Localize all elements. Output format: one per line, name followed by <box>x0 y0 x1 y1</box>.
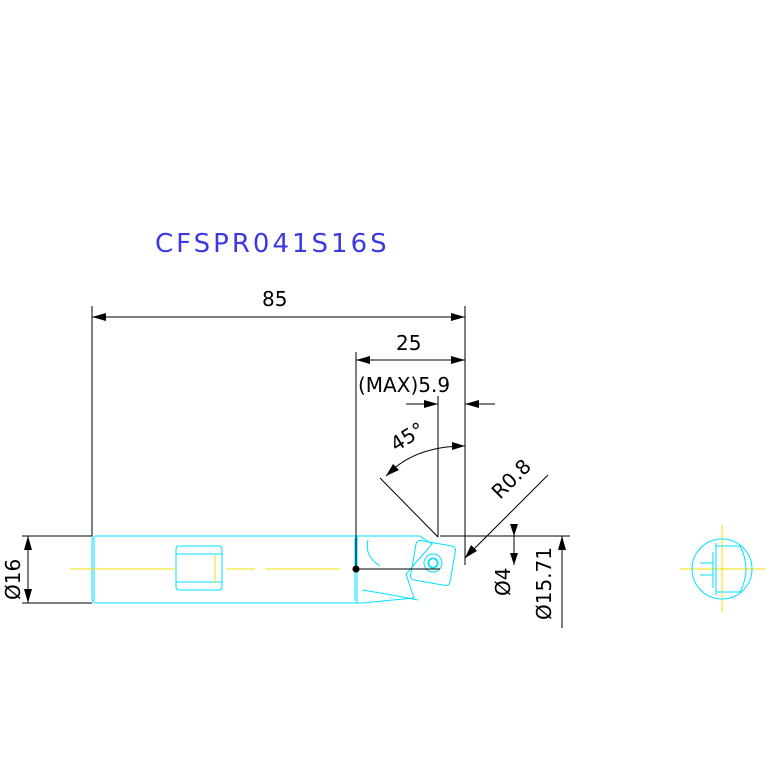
end-view <box>691 538 753 600</box>
insert-screw <box>423 553 443 573</box>
insert-outline <box>409 539 457 587</box>
dim-head-length: 25 <box>396 331 421 355</box>
dimension-lines <box>22 306 570 628</box>
shank-outline <box>91 535 358 604</box>
shank-flat <box>175 545 223 591</box>
part-number-title: CFSPR041S16S <box>155 229 390 259</box>
head-outline <box>357 535 433 604</box>
dim-corner-radius: R0.8 <box>487 454 536 503</box>
dim-angle: 45° <box>386 417 429 456</box>
dim-cut-diameter: Ø15.71 <box>532 547 556 620</box>
dim-shank-diameter: Ø16 <box>1 559 25 600</box>
dim-max-depth: (MAX)5.9 <box>358 373 450 397</box>
dim-min-bore: Ø4 <box>491 568 515 596</box>
dim-overall-length: 85 <box>262 287 287 311</box>
tool-body <box>91 535 457 604</box>
